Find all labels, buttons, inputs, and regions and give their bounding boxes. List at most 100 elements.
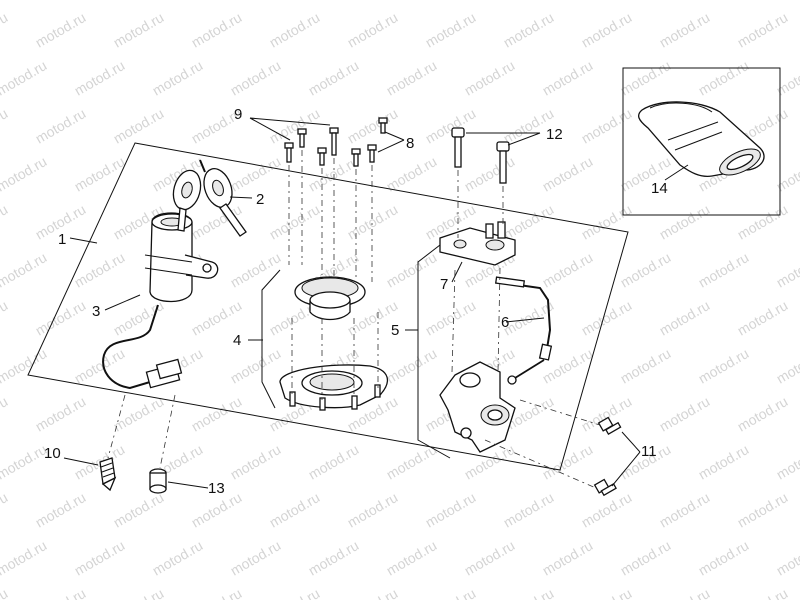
watermark-text: motod.ru (111, 105, 167, 146)
watermark-text: motod.ru (189, 9, 245, 50)
watermark-text: motod.ru (33, 297, 89, 338)
watermark-text: motod.ru (228, 57, 284, 98)
alignment-lines (107, 150, 601, 489)
watermark-text: motod.ru (501, 489, 557, 530)
watermark-text: motod.ru (345, 105, 401, 146)
watermark-text: motod.ru (384, 153, 440, 194)
watermark-text: motod.ru (696, 345, 752, 386)
watermark-text: motod.ru (0, 489, 10, 530)
watermark-text: motod.ru (384, 345, 440, 386)
watermark-text: motod.ru (540, 249, 596, 290)
watermark-text: motod.ru (540, 0, 596, 3)
watermark-text: motod.ru (306, 537, 362, 578)
watermark-text: motod.ru (189, 393, 245, 434)
screw-part-13 (149, 468, 167, 494)
watermark-text: motod.ru (33, 9, 89, 50)
watermark-text: motod.ru (735, 489, 791, 530)
bracket-part-7 (439, 221, 516, 266)
watermark-text: motod.ru (579, 201, 635, 242)
watermark-text: motod.ru (540, 441, 596, 482)
watermark-text: motod.ru (540, 57, 596, 98)
watermark-text: motod.ru (0, 9, 10, 50)
watermark-text: motod.ru (501, 9, 557, 50)
watermark-text: motod.ru (774, 153, 800, 194)
watermark-text: motod.ru (33, 105, 89, 146)
watermark-text: motod.ru (0, 585, 10, 600)
watermark-text: motod.ru (774, 441, 800, 482)
watermark-text: motod.ru (267, 489, 323, 530)
watermark-text: motod.ru (384, 0, 440, 3)
watermark-text: motod.ru (0, 0, 49, 3)
watermark-text: motod.ru (696, 537, 752, 578)
label-part-1: 1 (58, 231, 66, 248)
watermark-text: motod.ru (228, 153, 284, 194)
lock-ring-part-4 (279, 276, 389, 411)
part-number-labels: 1 2 3 4 5 6 7 8 9 10 11 12 13 14 (44, 106, 668, 497)
label-part-2: 2 (256, 191, 264, 208)
watermark-text: motod.ru (267, 9, 323, 50)
watermark-text: motod.ru (150, 537, 206, 578)
watermark-text: motod.ru (306, 441, 362, 482)
watermark-text: motod.ru (774, 0, 800, 3)
watermark-text: motod.ru (228, 441, 284, 482)
watermark-text: motod.ru (774, 537, 800, 578)
watermark-text: motod.ru (423, 297, 479, 338)
watermark-text: motod.ru (423, 489, 479, 530)
keys-part-2 (172, 159, 247, 237)
watermark-text: motod.ru (774, 249, 800, 290)
grub-screw-part-10 (99, 457, 117, 492)
watermark-text: motod.ru (735, 585, 791, 600)
label-part-8: 8 (406, 135, 414, 152)
watermark-text: motod.ru (579, 297, 635, 338)
watermark-text: motod.ru (462, 57, 518, 98)
watermark-text: motod.ru (228, 345, 284, 386)
watermark-text: motod.ru (657, 9, 713, 50)
watermark-text: motod.ru (462, 0, 518, 3)
watermark-text: motod.ru (306, 153, 362, 194)
watermark-text: motod.ru (111, 489, 167, 530)
watermark-text: motod.ru (696, 57, 752, 98)
label-part-6: 6 (501, 314, 509, 331)
watermark-text: motod.ru (618, 537, 674, 578)
watermark-text: motod.ru (267, 201, 323, 242)
watermark-text: motod.ru (267, 105, 323, 146)
label-part-10: 10 (44, 445, 61, 462)
watermark-text: motod.ru (150, 57, 206, 98)
watermark-text: motod.ru (462, 153, 518, 194)
watermark-text: motod.ru (423, 9, 479, 50)
label-part-12: 12 (546, 126, 563, 143)
watermark-text: motod.ru (111, 9, 167, 50)
watermark-text: motod.ru (0, 441, 49, 482)
label-part-9: 9 (234, 106, 242, 123)
watermark-text: motod.ru (696, 441, 752, 482)
sensor-cable-part-6 (494, 276, 553, 385)
label-part-4: 4 (233, 332, 241, 349)
watermark-text: motod.ru (735, 201, 791, 242)
watermark-text: motod.ru (72, 57, 128, 98)
leader-lines (63, 117, 689, 489)
watermark-text: motod.ru (72, 345, 128, 386)
watermark-text: motod.ru (0, 393, 10, 434)
watermark-text: motod.ru (657, 393, 713, 434)
watermark-text: motod.ru (384, 57, 440, 98)
watermark-text: motod.ru (384, 537, 440, 578)
watermark-text: motod.ru (579, 489, 635, 530)
bolts-part-12 (451, 127, 510, 184)
label-part-13: 13 (208, 480, 225, 497)
ignition-housing-part-5 (439, 361, 516, 453)
watermark-text: motod.ru (579, 585, 635, 600)
watermark-text: motod.ru (696, 249, 752, 290)
watermark-text: motod.ru (150, 0, 206, 3)
watermark-text: motod.ru (72, 537, 128, 578)
watermark-text: motod.ru (0, 57, 49, 98)
watermark-text: motod.ru (657, 489, 713, 530)
watermark-text: motod.ru (0, 249, 49, 290)
watermark-text: motod.ru (774, 57, 800, 98)
label-part-11: 11 (641, 443, 657, 460)
inset-box-part-14 (622, 67, 781, 216)
watermark-text: motod.ru (618, 345, 674, 386)
watermark-text: motod.ru (72, 0, 128, 3)
watermark-text: motod.ru (657, 201, 713, 242)
label-part-7: 7 (440, 276, 448, 293)
